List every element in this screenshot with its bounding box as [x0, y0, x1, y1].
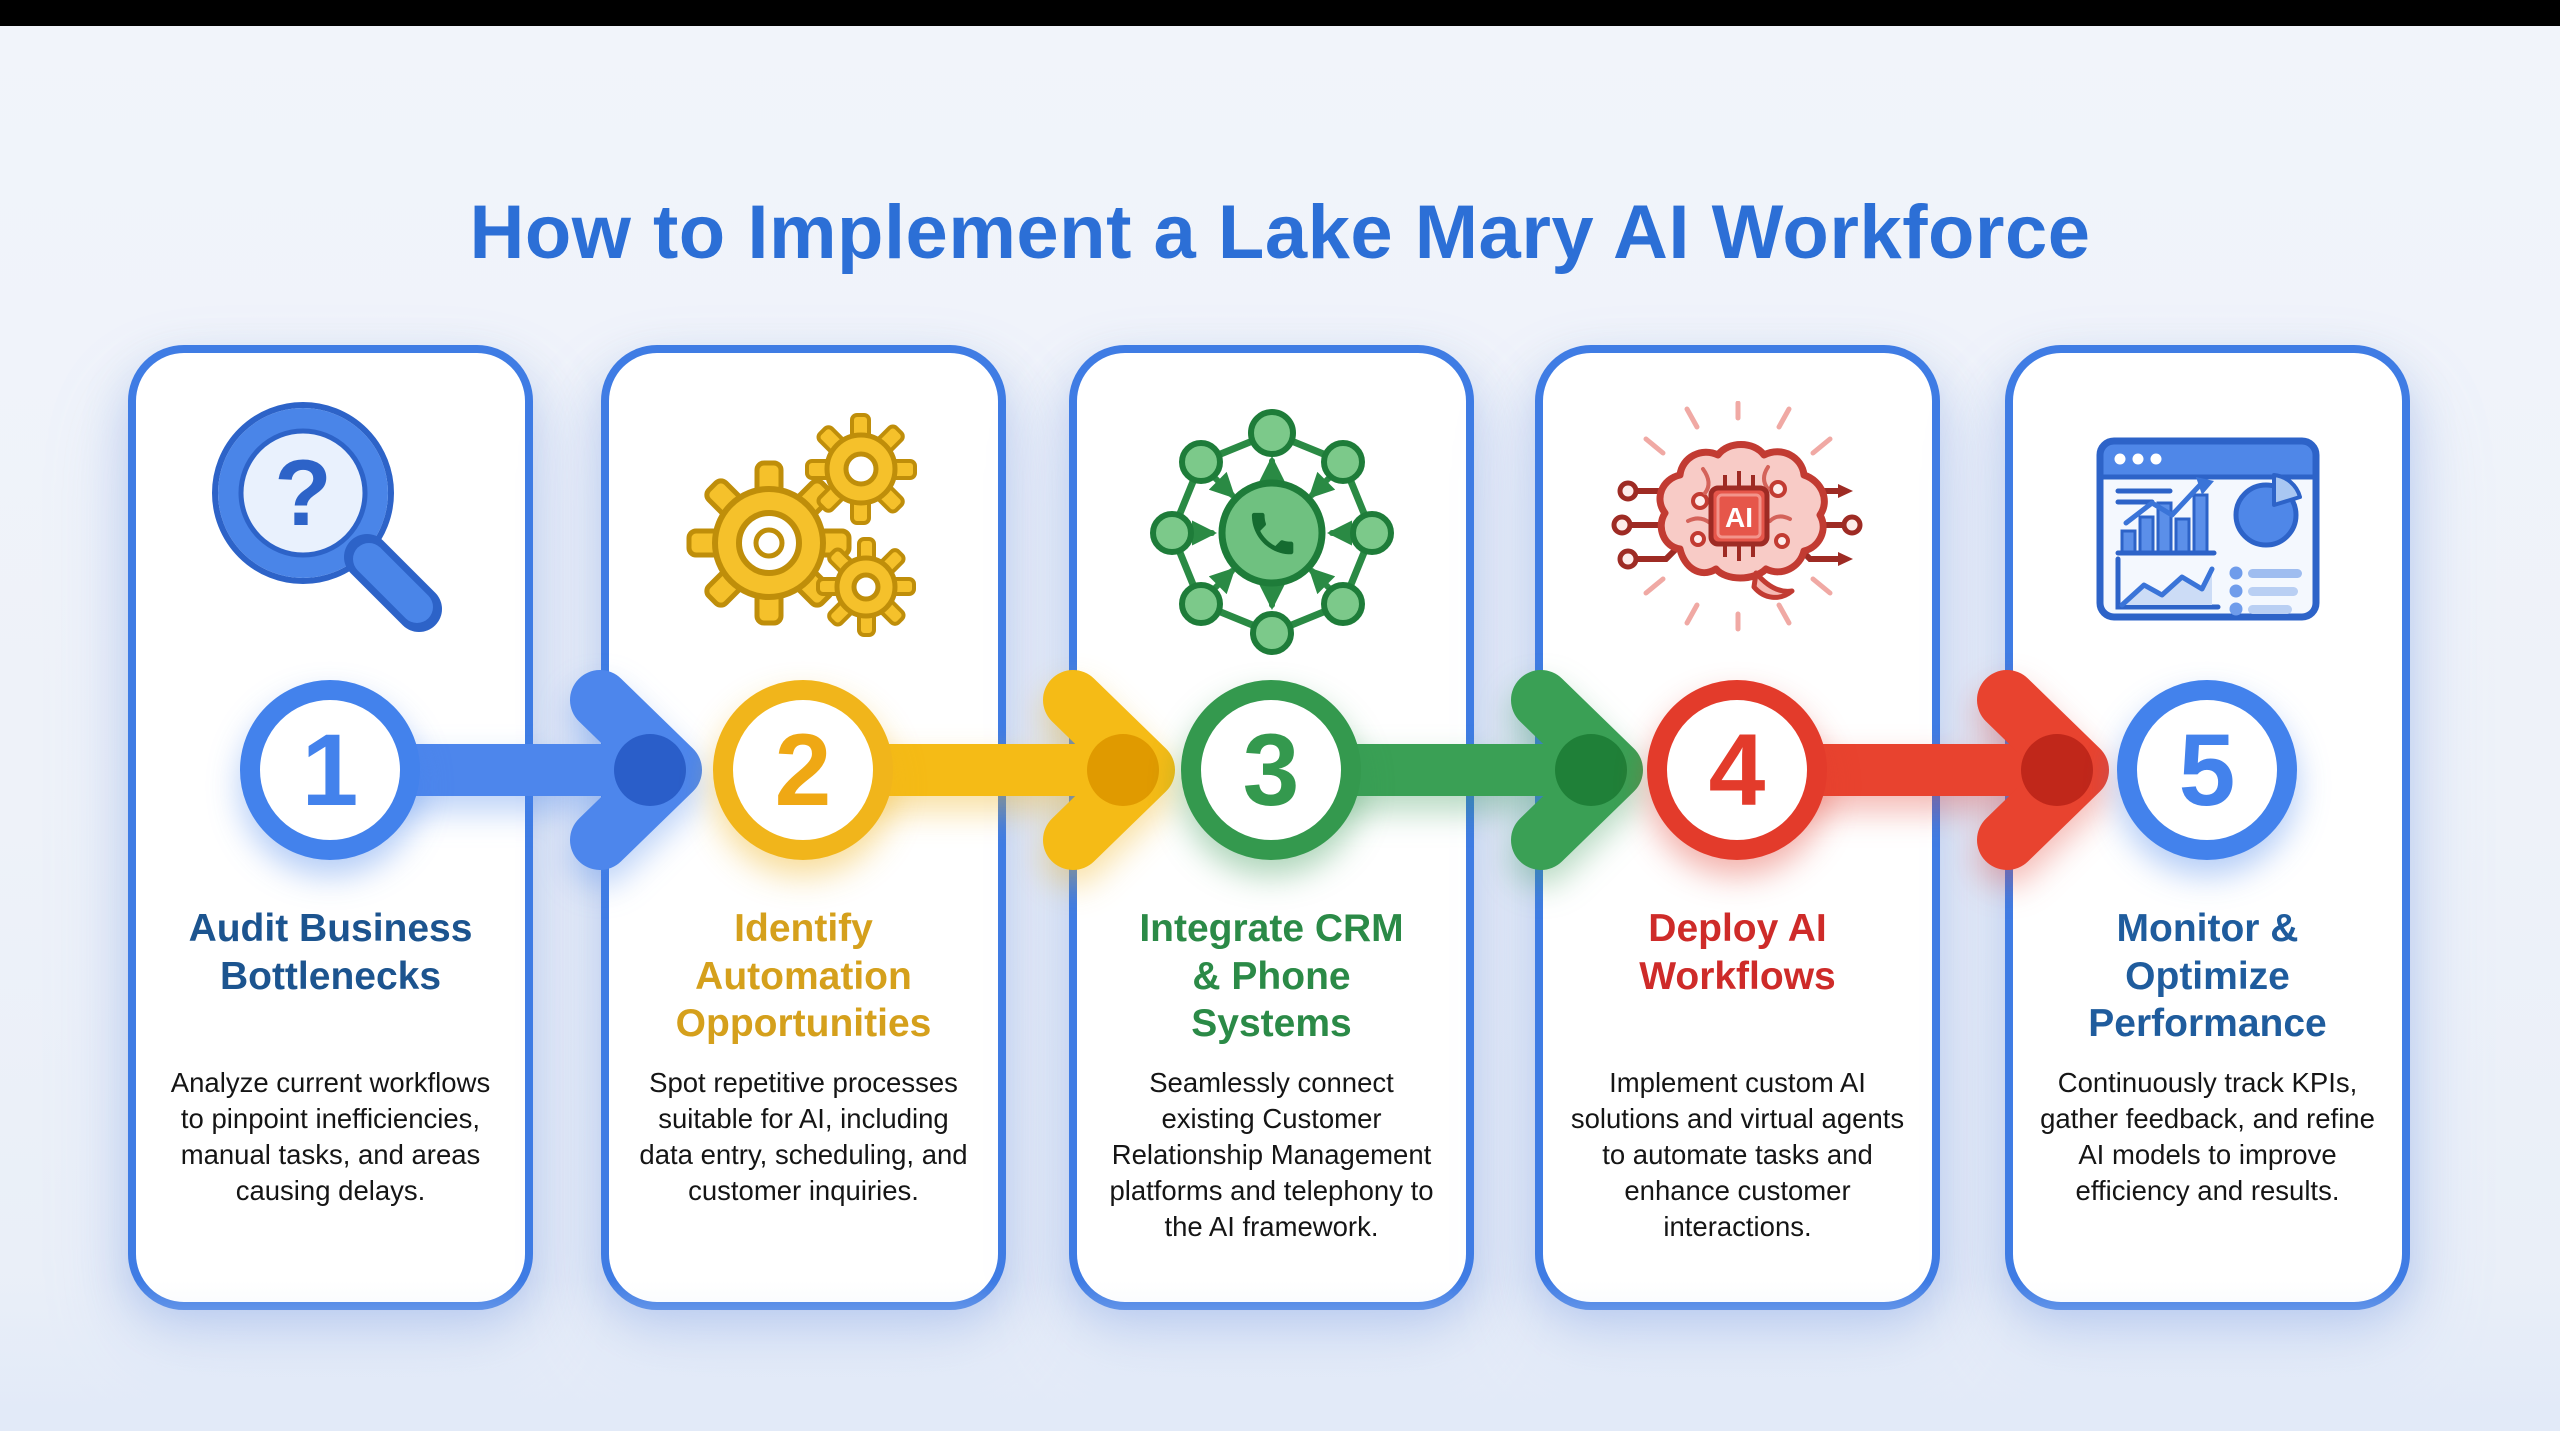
connector-dot [1555, 734, 1627, 806]
letterbox-top [0, 0, 2560, 26]
step-card-2: Identify Automation Opportunities Spot r… [601, 345, 1006, 1310]
connector-arrow-4-5 [1783, 650, 2157, 910]
analytics-dashboard-icon [2078, 401, 2338, 661]
gears-icon [674, 401, 934, 661]
step-description: Continuously track KPIs, gather feedback… [2040, 1067, 2375, 1207]
step-number-2: 2 [713, 680, 893, 860]
step-number-5: 5 [2117, 680, 2297, 860]
step-description: Implement custom AI solutions and virtua… [1570, 1067, 1905, 1243]
ai-chip-label: AI [1725, 502, 1753, 533]
step-title: Deploy AI Workflows [1639, 907, 1836, 998]
step-card-1: ? Audit Business Bottlenecks Analyze cur… [128, 345, 533, 1310]
page-title: How to Implement a Lake Mary AI Workforc… [469, 189, 2091, 275]
connector-dot [1087, 734, 1159, 806]
step-title: Audit Business Bottlenecks [188, 907, 473, 998]
step-number-1: 1 [240, 680, 420, 860]
step-number-4: 4 [1647, 680, 1827, 860]
step-description: Spot repetitive processes suitable for A… [639, 1067, 968, 1207]
step-title: Integrate CRM & Phone Systems [1139, 907, 1404, 1046]
ai-chip: AI [1708, 485, 1769, 547]
step-title: Identify Automation Opportunities [675, 907, 932, 1046]
step-number-3: 3 [1181, 680, 1361, 860]
bottom-glow [0, 1281, 2560, 1431]
step-description: Seamlessly connect existing Customer Rel… [1109, 1067, 1434, 1243]
step-title: Monitor & Optimize Performance [2088, 907, 2327, 1046]
question-mark-glyph: ? [274, 440, 331, 545]
crm-phone-network-icon [1142, 401, 1402, 661]
connector-arrow-1-2 [376, 650, 750, 910]
phone-handset-glyph [1251, 512, 1293, 555]
step-description: Analyze current workflows to pinpoint in… [170, 1067, 491, 1207]
ai-brain-chip-icon: AI [1608, 400, 1868, 661]
connector-arrow-3-4 [1317, 650, 1691, 910]
connector-arrow-2-3 [849, 650, 1223, 910]
magnifying-glass-question-icon: ? [201, 401, 461, 661]
step-card-5: Monitor & Optimize Performance Continuou… [2005, 345, 2410, 1310]
connector-dot [2021, 734, 2093, 806]
connector-dot [614, 734, 686, 806]
